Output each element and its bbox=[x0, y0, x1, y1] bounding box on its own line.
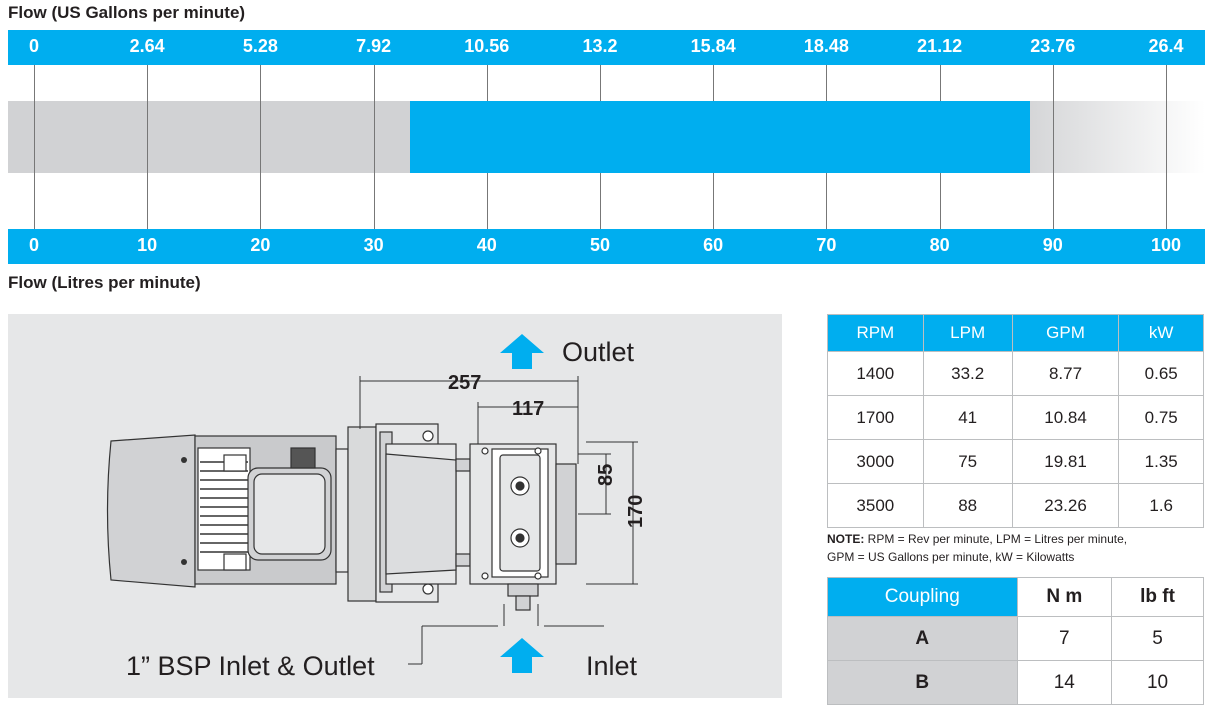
table-row: A 7 5 bbox=[827, 616, 1204, 661]
table-cell: 5 bbox=[1111, 616, 1204, 661]
top-axis-tick-label: 10.56 bbox=[464, 36, 510, 56]
dimension-lines bbox=[359, 376, 638, 665]
bottom-axis-tick-label: 40 bbox=[476, 235, 497, 255]
table-cell: A bbox=[827, 616, 1018, 661]
header-lpm: LPM bbox=[922, 314, 1013, 352]
dimension-85: 85 bbox=[595, 464, 617, 486]
top-axis-tick-label: 5.28 bbox=[242, 36, 278, 56]
inlet-label: Inlet bbox=[586, 651, 638, 681]
coupling-table: Coupling N m lb ft A 7 5 B 14 10 bbox=[827, 577, 1204, 705]
table-cell: 0.65 bbox=[1118, 351, 1204, 396]
grid-line bbox=[374, 65, 375, 229]
note-line-1: RPM = Rev per minute, LPM = Litres per m… bbox=[864, 532, 1128, 546]
top-axis-tick-label: 7.92 bbox=[356, 36, 392, 56]
dimension-117: 117 bbox=[512, 398, 544, 420]
table-cell: 33.2 bbox=[922, 351, 1013, 396]
top-axis-tick-label: 26.4 bbox=[1148, 36, 1184, 56]
coupling-table-header: Coupling N m lb ft bbox=[827, 577, 1204, 617]
top-axis-tick-label: 23.76 bbox=[1030, 36, 1076, 56]
motor bbox=[106, 423, 577, 611]
table-cell: 10 bbox=[1111, 660, 1204, 705]
grid-line bbox=[34, 65, 35, 229]
dimension-257: 257 bbox=[448, 372, 481, 394]
table-cell: B bbox=[827, 660, 1018, 705]
top-axis-tick-label: 15.84 bbox=[690, 36, 736, 56]
table-cell: 3000 bbox=[827, 439, 924, 484]
table-row: 3000 75 19.81 1.35 bbox=[827, 439, 1204, 484]
table-cell: 7 bbox=[1016, 616, 1113, 661]
bottom-axis-tick-label: 50 bbox=[589, 235, 611, 255]
header-lbft: lb ft bbox=[1111, 577, 1204, 617]
grid-line bbox=[260, 65, 261, 229]
table-cell: 1.35 bbox=[1118, 439, 1204, 484]
top-axis-band bbox=[8, 30, 1205, 65]
outlet-arrow-icon bbox=[500, 334, 544, 369]
table-cell: 3500 bbox=[827, 483, 924, 528]
top-axis-tick-label: 18.48 bbox=[803, 36, 849, 56]
top-axis-tick-label: 0 bbox=[28, 36, 40, 56]
grid-line bbox=[1053, 65, 1054, 229]
bottom-axis-tick-label: 90 bbox=[1042, 235, 1063, 255]
header-coupling: Coupling bbox=[827, 577, 1018, 617]
table-row: 3500 88 23.26 1.6 bbox=[827, 483, 1204, 528]
header-nm: N m bbox=[1016, 577, 1113, 617]
performance-table: RPM LPM GPM kW 1400 33.2 8.77 0.65 1700 … bbox=[827, 314, 1204, 528]
table-cell: 75 bbox=[922, 439, 1013, 484]
table-cell: 88 bbox=[922, 483, 1013, 528]
table-cell: 41 bbox=[922, 395, 1013, 440]
grid-line bbox=[147, 65, 148, 229]
note-text: NOTE: RPM = Rev per minute, LPM = Litres… bbox=[827, 530, 1207, 566]
performance-table-header: RPM LPM GPM kW bbox=[827, 314, 1204, 352]
note-line-2: GPM = US Gallons per minute, kW = Kilowa… bbox=[827, 550, 1075, 564]
bottom-axis-tick-label: 80 bbox=[929, 235, 950, 255]
dimension-170: 170 bbox=[625, 495, 647, 528]
flow-range-bar bbox=[409, 101, 1031, 173]
table-cell: 19.81 bbox=[1011, 439, 1120, 484]
bsp-label: 1” BSP Inlet & Outlet bbox=[126, 651, 375, 681]
bottom-axis-band bbox=[8, 229, 1205, 264]
top-axis-title: Flow (US Gallons per minute) bbox=[8, 3, 246, 22]
header-gpm: GPM bbox=[1011, 314, 1120, 352]
bottom-axis-tick-label: 20 bbox=[250, 235, 271, 255]
header-rpm: RPM bbox=[827, 314, 924, 352]
top-axis-tick-label: 13.2 bbox=[582, 36, 618, 56]
inlet-arrow-icon bbox=[500, 638, 544, 673]
bottom-axis-tick-label: 30 bbox=[363, 235, 384, 255]
outlet-label: Outlet bbox=[562, 337, 635, 367]
pump-drawing-panel: Outlet Inlet 1” BSP Inlet & Outlet 257 1… bbox=[8, 314, 782, 698]
table-row: 1700 41 10.84 0.75 bbox=[827, 395, 1204, 440]
table-cell: 1.6 bbox=[1118, 483, 1204, 528]
bottom-axis-tick-label: 0 bbox=[28, 235, 40, 255]
pump-drawing: Outlet Inlet 1” BSP Inlet & Outlet 257 1… bbox=[106, 334, 647, 681]
top-axis-tick-label: 2.64 bbox=[129, 36, 165, 56]
table-cell: 23.26 bbox=[1011, 483, 1120, 528]
table-cell: 1700 bbox=[827, 395, 924, 440]
header-kw: kW bbox=[1118, 314, 1204, 352]
bottom-axis-tick-label: 60 bbox=[703, 235, 724, 255]
table-cell: 1400 bbox=[827, 351, 924, 396]
table-row: 1400 33.2 8.77 0.65 bbox=[827, 351, 1204, 396]
table-cell: 14 bbox=[1016, 660, 1113, 705]
bottom-axis-tick-label: 10 bbox=[137, 235, 158, 255]
note-label: NOTE: bbox=[827, 532, 865, 546]
grid-line bbox=[1166, 65, 1167, 229]
bottom-axis-tick-label: 70 bbox=[816, 235, 837, 255]
table-cell: 8.77 bbox=[1011, 351, 1120, 396]
table-cell: 0.75 bbox=[1118, 395, 1204, 440]
top-axis-tick-label: 21.12 bbox=[917, 36, 963, 56]
bottom-axis-tick-label: 100 bbox=[1150, 235, 1182, 255]
bottom-axis-title: Flow (Litres per minute) bbox=[8, 273, 201, 292]
table-cell: 10.84 bbox=[1011, 395, 1120, 440]
table-row: B 14 10 bbox=[827, 660, 1204, 705]
